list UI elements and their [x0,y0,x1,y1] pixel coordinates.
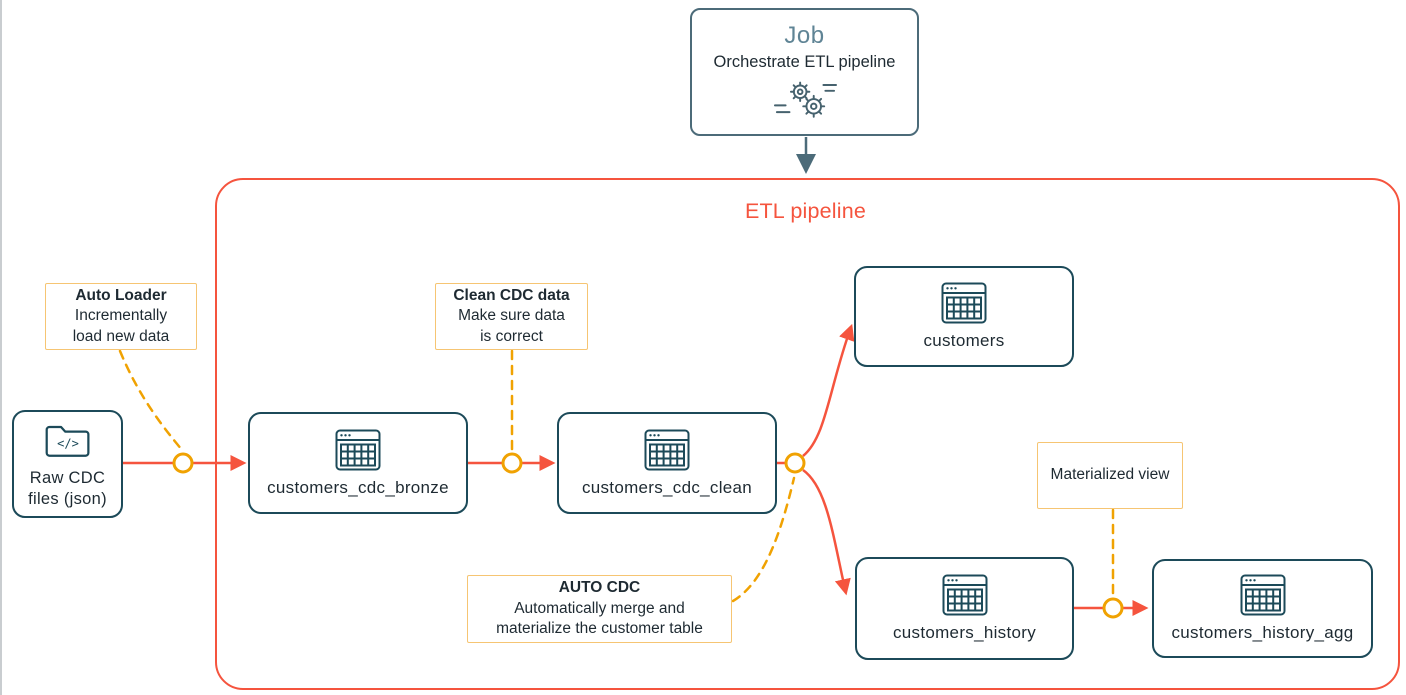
annotation-title: Clean CDC data [453,286,570,304]
table-icon [941,282,987,324]
annotation-materialized-view: Materialized view [1037,442,1183,509]
gears-automation-icon [773,79,837,122]
annotation-line: Make sure data [458,307,565,325]
annotation-title: Materialized view [1050,466,1170,484]
port-clean-cdc [501,452,523,474]
node-customers-cdc-clean: customers_cdc_clean [557,412,777,514]
annotation-auto-loader: Auto Loader Incrementally load new data [45,283,197,350]
annotation-line: Automatically merge and [514,599,685,617]
node-label: customers_history [892,623,1037,642]
code-folder-icon: </> [43,418,93,461]
table-icon [942,574,988,616]
node-label: customers_cdc_bronze [267,477,449,497]
connector-ports [172,452,1124,619]
node-raw-cdc-files: </> Raw CDC files (json) [12,410,123,518]
arrow-fork-to-customers [802,323,855,457]
annotation-title: Auto Loader [75,286,167,304]
node-customers-history: customers_history [855,557,1074,660]
node-label: Raw CDC files (json) [28,468,107,508]
table-icon [1240,574,1286,616]
port-materialized-view [1102,597,1124,619]
job-subtitle: Orchestrate ETL pipeline [713,53,896,71]
node-label: customers [923,331,1005,350]
arrow-fork-to-history [802,468,851,596]
node-customers-cdc-bronze: customers_cdc_bronze [248,412,468,514]
annotation-dashed-links [118,349,1115,603]
annotation-line: load new data [72,327,170,345]
dashed-auto-loader-link [118,349,184,452]
annotation-auto-cdc: AUTO CDC Automatically merge and materia… [467,575,732,643]
dashed-auto-cdc-link [731,476,796,603]
annotation-title: AUTO CDC [558,579,641,597]
annotation-line: materialize the customer table [496,620,703,638]
node-customers: customers [854,266,1074,367]
table-icon [644,429,690,471]
etl-pipeline-title: ETL pipeline [744,199,867,223]
annotation-line: Incrementally [74,307,168,325]
svg-text:</>: </> [57,436,79,450]
job-title: Job [784,22,825,49]
node-label: customers_cdc_clean [581,477,753,497]
annotation-line: is correct [480,327,543,345]
screenshot-left-edge [0,0,2,695]
node-label: customers_history_agg [1171,623,1354,642]
annotation-clean-cdc-data: Clean CDC data Make sure data is correct [435,283,588,350]
job-box: Job Orchestrate ETL pipeline [690,8,919,136]
port-auto-cdc [784,452,806,474]
port-auto-loader [172,452,194,474]
table-icon [335,429,381,471]
node-customers-history-agg: customers_history_agg [1152,559,1373,658]
